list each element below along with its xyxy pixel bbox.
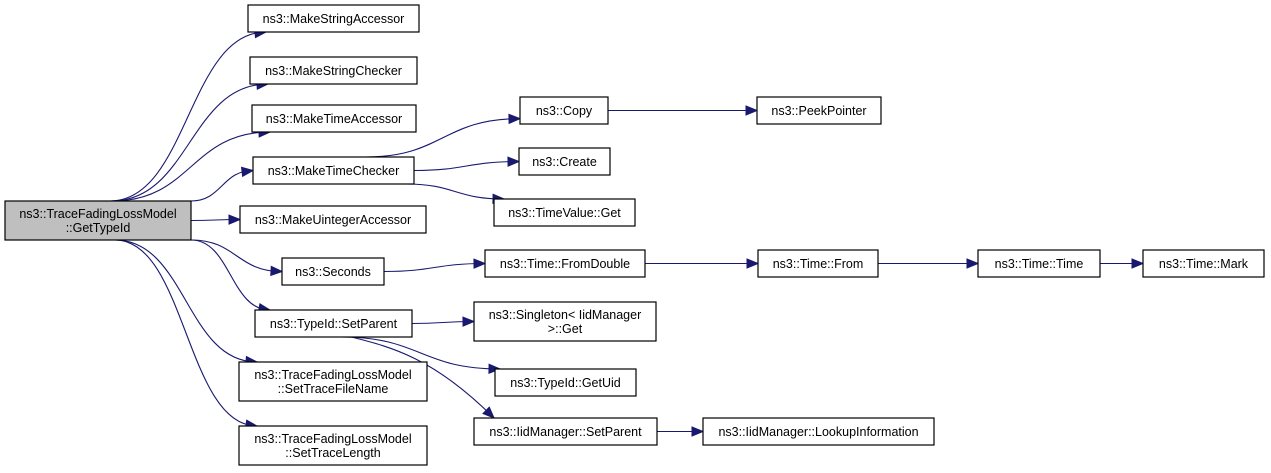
node-label: ns3::Time::FromDouble [500,257,630,271]
node-make-uinteger-accessor[interactable]: ns3::MakeUintegerAccessor [239,205,427,234]
arrowhead-icon [462,316,476,327]
node-label: ns3::TraceFadingLossModel [19,207,176,221]
edge-root-to-type-id-set-parent [190,239,271,311]
node-box [281,257,385,286]
node-label: ns3::TraceFadingLossModel [254,368,411,382]
node-box [238,361,428,402]
node-box [239,205,427,234]
node-set-trace-length[interactable]: ns3::TraceFadingLossModel::SetTraceLengt… [238,425,428,466]
node-label: ns3::MakeTimeAccessor [266,112,402,126]
node-type-id-set-parent[interactable]: ns3::TypeId::SetParent [254,309,413,338]
node-box [249,56,418,85]
node-time-from[interactable]: ns3::Time::From [757,249,879,278]
arrowhead-icon [1131,258,1145,269]
node-get-uid[interactable]: ns3::TypeId::GetUid [494,368,637,397]
node-label: >::Get [548,322,583,336]
arrowhead-icon [508,113,522,125]
nodes-layer: ns3::TraceFadingLossModel::GetTypeIdns3:… [4,4,1265,466]
node-box [254,309,413,338]
node-label: ns3::TimeValue::Get [508,206,621,220]
edge-root-to-make-string-accessor [109,31,267,202]
node-box [4,200,192,241]
node-label: ::SetTraceFileName [278,382,389,396]
node-label: ns3::Copy [536,104,593,118]
arrowhead-icon [473,258,487,269]
node-label: ns3::TypeId::SetParent [270,317,398,331]
edge-root-to-set-trace-file-name [114,239,258,363]
edge-root-to-make-time-accessor [112,131,271,202]
node-box [493,198,636,227]
node-box [252,156,415,185]
edge-make-time-checker-to-copy [365,118,521,158]
node-box [494,368,637,397]
edge-type-id-set-parent-to-get-uid [341,336,501,370]
edge-root-to-make-string-checker [111,83,269,202]
node-box [473,417,658,446]
node-label: ::SetTraceLength [285,446,380,460]
node-copy[interactable]: ns3::Copy [519,96,609,125]
edge-root-to-set-trace-length [114,239,258,427]
node-label: ns3::TypeId::GetUid [510,376,621,390]
node-box [702,417,935,446]
arrowhead-icon [691,426,705,437]
node-from-double[interactable]: ns3::Time::FromDouble [484,249,646,278]
arrowhead-icon [966,258,980,269]
node-singleton-get[interactable]: ns3::Singleton< IidManager>::Get [473,301,657,342]
node-label: ns3::MakeUintegerAccessor [255,213,411,227]
node-peek-pointer[interactable]: ns3::PeekPointer [756,96,882,125]
arrowhead-icon [746,258,760,269]
node-label: ns3::PeekPointer [771,104,866,118]
node-label: ns3::IidManager::SetParent [489,425,642,439]
node-create[interactable]: ns3::Create [518,147,611,176]
node-lookup-information[interactable]: ns3::IidManager::LookupInformation [702,417,935,446]
arrowhead-icon [228,214,242,225]
edge-make-time-checker-to-create [413,160,520,172]
node-box [1142,249,1265,278]
node-box [977,249,1101,278]
edge-root-to-seconds [190,239,283,273]
arrowhead-icon [240,166,255,178]
node-label: ns3::MakeStringChecker [265,64,402,78]
node-box [251,104,417,133]
node-time-time[interactable]: ns3::Time::Time [977,249,1101,278]
node-box [484,249,646,278]
node-box [247,4,420,33]
node-label: ns3::Singleton< IidManager [489,308,642,322]
node-label: ns3::Time::Time [995,257,1084,271]
node-label: ns3::MakeTimeChecker [268,164,400,178]
edges-layer [109,27,1145,437]
node-label: ns3::TraceFadingLossModel [254,432,411,446]
node-iid-set-parent[interactable]: ns3::IidManager::SetParent [473,417,658,446]
node-label: ns3::Time::Mark [1159,257,1249,271]
node-root[interactable]: ns3::TraceFadingLossModel::GetTypeId [4,200,192,241]
node-label: ns3::MakeStringAccessor [263,12,405,26]
node-box [238,425,428,466]
node-label: ns3::Time::From [773,257,864,271]
node-set-trace-file-name[interactable]: ns3::TraceFadingLossModel::SetTraceFileN… [238,361,428,402]
node-make-string-accessor[interactable]: ns3::MakeStringAccessor [247,4,420,33]
edge-seconds-to-from-double [383,262,486,273]
edge-make-time-checker-to-time-value-get [405,183,505,200]
node-label: ns3::IidManager::LookupInformation [718,425,918,439]
node-box [518,147,611,176]
node-make-string-checker[interactable]: ns3::MakeStringChecker [249,56,418,85]
arrowhead-icon [482,406,495,419]
node-box [756,96,882,125]
edge-type-id-set-parent-to-iid-set-parent [351,336,495,419]
node-make-time-checker[interactable]: ns3::MakeTimeChecker [252,156,415,185]
node-box [519,96,609,125]
node-label: ns3::Create [532,155,597,169]
arrowhead-icon [745,105,759,116]
node-label: ns3::Seconds [295,265,371,279]
node-box [473,301,657,342]
arrowhead-icon [270,265,284,277]
node-label: ::GetTypeId [66,221,131,235]
node-box [757,249,879,278]
node-time-mark[interactable]: ns3::Time::Mark [1142,249,1265,278]
node-seconds[interactable]: ns3::Seconds [281,257,385,286]
node-make-time-accessor[interactable]: ns3::MakeTimeAccessor [251,104,417,133]
node-time-value-get[interactable]: ns3::TimeValue::Get [493,198,636,227]
arrowhead-icon [507,156,521,167]
